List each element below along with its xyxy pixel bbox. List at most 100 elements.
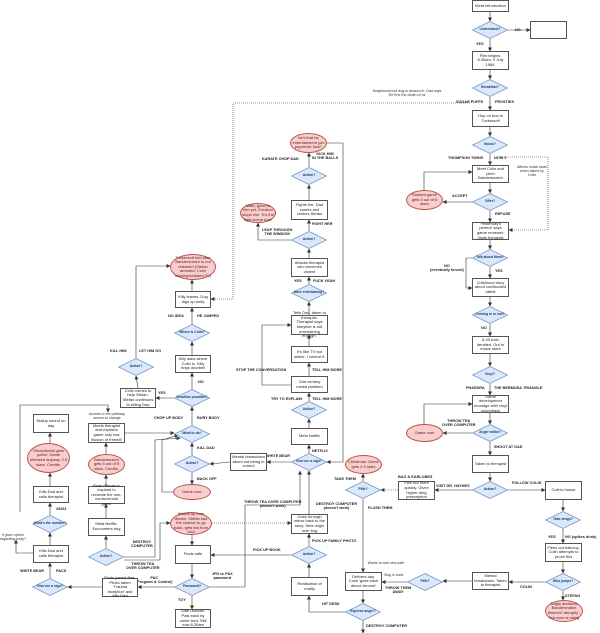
ending-terminal: Mate, good to him yet. Emotion stops him… — [240, 203, 276, 223]
node-text: 'Yesterday's perfect' says game reviewer… — [476, 220, 505, 240]
process-box — [530, 21, 567, 39]
node-text: Tragic accident. Bandersnatch finished '… — [548, 600, 580, 620]
diamond-shape — [545, 573, 581, 591]
diamond-shape — [472, 249, 508, 267]
node-text: Action? — [99, 554, 113, 559]
process-box: 21st century media platform — [291, 376, 328, 393]
node-text: Who jumps? — [552, 579, 574, 584]
branch-label: BACK OFF — [197, 477, 217, 481]
branch-label: NO (spikes drink) — [565, 535, 597, 539]
node-text: Action? — [302, 407, 316, 412]
diamond-shape — [174, 455, 210, 473]
annotation-note: If given option regarding body? — [0, 533, 26, 542]
node-text: Meta introduction — [475, 2, 506, 8]
diamond-shape — [472, 79, 508, 97]
node-text: Meet Colin and pitch Bandersnatch — [477, 166, 504, 181]
process-box: Tells Dad, taken to therapist. Therapist… — [291, 310, 328, 338]
ending-terminal: Receptionist gets police. Game released … — [27, 443, 70, 473]
node-text: Pills? — [358, 487, 368, 492]
process-box: Dialup sound on day — [33, 414, 69, 433]
branch-label: BAG & EARLOBES — [398, 475, 433, 479]
connector-arrow — [161, 434, 179, 493]
process-box: Hop on bus to Tuckersoft — [472, 110, 509, 127]
branch-label: FLUSH THEM — [368, 506, 393, 510]
node-text: Breakfast? — [481, 85, 499, 90]
branch-label: YES — [495, 269, 503, 273]
branch-label: YES — [294, 279, 302, 283]
decision-diamond: Deadline possible? — [174, 389, 210, 407]
branch-label: PACS — [56, 569, 67, 573]
diamond-shape — [472, 366, 508, 384]
node-text: Action? — [302, 237, 316, 242]
decision-diamond: Action? — [291, 231, 327, 249]
process-box: Film begins. 8.30am, 9 July 1984. — [472, 51, 509, 70]
diamond-shape — [472, 424, 508, 442]
node-text: Mate, good to him yet. Emotion stops him… — [242, 202, 274, 222]
decision-diamond: Who jumps? — [545, 573, 581, 591]
node-text: Action? — [129, 364, 143, 369]
branch-label: KARATE CHOP DAD — [262, 157, 299, 161]
branch-label: COLIN — [520, 585, 532, 589]
node-text: Flee but more quickly. Given higher drug… — [404, 480, 429, 500]
process-box: Flee but more quickly. Given higher drug… — [398, 480, 435, 500]
node-text: Fights her. Dad comes and chokes Stefan — [295, 202, 324, 217]
decision-diamond: Action? — [174, 455, 210, 473]
diamond-shape — [407, 573, 443, 591]
decision-diamond: Password? — [174, 578, 210, 596]
diamond-shape — [291, 167, 327, 185]
branch-label: SUGAR PUFFS — [456, 100, 484, 104]
node-text: Meets therapist and explains game only h… — [91, 422, 122, 442]
diamond-shape — [291, 231, 327, 249]
node-text: Goes through mirror back to the story. S… — [293, 513, 326, 533]
connector-arrow — [209, 461, 231, 466]
branch-label: VISIT DR. HAYNES — [436, 484, 470, 488]
process-box: Meta Netflix — [291, 428, 328, 445]
branch-label: TELL HIM MORE — [312, 397, 342, 401]
decision-diamond: Take drugs? — [545, 511, 581, 529]
branch-label: PICK UP BOOK — [253, 548, 281, 552]
ending-terminal: Tragic accident. Bandersnatch finished '… — [545, 600, 583, 622]
diamond-shape — [291, 453, 327, 471]
connector-arrow — [261, 323, 292, 386]
decision-diamond: Action? — [118, 358, 154, 376]
branch-label: NO IDEA — [168, 314, 184, 318]
connector-arrow — [124, 521, 171, 561]
process-box: Mental breakdown. Taken to therapist — [472, 572, 509, 590]
branch-label: TELL HIM MORE — [312, 368, 342, 372]
node-text: Action? — [302, 552, 316, 557]
branch-label: THROW TEA OVER COMPUTER (doesn't work) — [244, 500, 302, 509]
node-text: Talk about Mom? — [476, 255, 504, 260]
ending-terminal: Tuckersoft fold after Bandersnatch is no… — [170, 254, 216, 280]
diamond-shape — [472, 481, 508, 499]
branch-label: SHOOT AT DAD — [494, 445, 523, 449]
connector-arrow — [423, 170, 473, 190]
branch-label: DESTROY COMPUTER (doesn't work) — [316, 502, 358, 511]
process-box: Game development montage with vinyl soun… — [472, 394, 509, 413]
diamond-shape — [32, 515, 68, 533]
node-text: Hop on bus to Tuckersoft — [478, 112, 503, 123]
process-box: Pearl Ritman is inspired to recreate the… — [88, 482, 125, 506]
decision-diamond: Talk about Mom? — [472, 249, 508, 267]
node-text: Game over — [414, 429, 435, 435]
diamond-shape — [174, 578, 210, 596]
connector-arrow — [210, 470, 302, 588]
node-text: Action? — [185, 461, 199, 466]
node-text: Taken to therapist — [474, 460, 507, 466]
branch-label: DESTROY COMPUTER — [131, 540, 153, 549]
node-text: What to do? — [182, 431, 202, 436]
decision-diamond: Coming in or not? — [472, 306, 508, 324]
connector-arrow — [465, 257, 473, 290]
connector-arrow — [423, 402, 473, 424]
node-text: Action? — [483, 487, 497, 492]
node-text: Colin's house — [551, 487, 576, 493]
node-text: Pearl Ritman is inspired to recreate the… — [91, 482, 122, 506]
decision-diamond: Music? — [472, 136, 508, 154]
node-text: Express anger? — [350, 609, 376, 614]
branch-label: THOMPSON TWINS — [448, 156, 484, 160]
node-text: Rushed game gets 0 out of 5 stars — [411, 192, 438, 207]
node-text: Christmas. Game gets 2.5 stars — [347, 458, 380, 469]
node-text: More entertaining? — [293, 290, 325, 295]
node-text: Bandersnatch gets 5 out of 5 stars. Cred… — [93, 456, 120, 471]
branch-label: THROW TEA OVER COMPUTER — [126, 562, 160, 571]
